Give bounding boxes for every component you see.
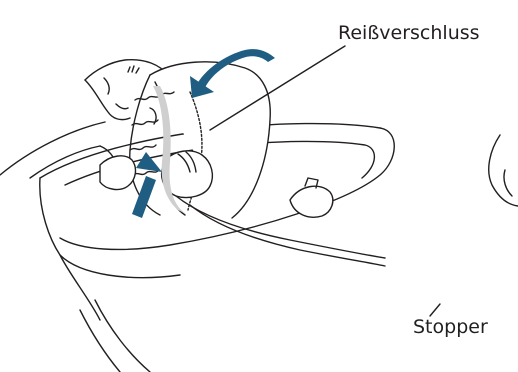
up-arrow (132, 176, 156, 218)
forearm-right (176, 196, 385, 258)
stopper-leader (430, 304, 440, 316)
up-arrow-head (136, 152, 162, 172)
shoulder-inner (30, 146, 100, 178)
sink-item (290, 186, 333, 217)
face-profile (85, 80, 130, 120)
eye-lashes (128, 66, 139, 73)
zipper-label: Reißverschluss (338, 24, 480, 43)
sink-pedestal (95, 300, 150, 372)
hand-left (100, 156, 135, 190)
sink-front (40, 178, 180, 278)
mouth (116, 104, 128, 109)
nose (104, 78, 109, 94)
right-figure-edge-2 (504, 170, 512, 196)
right-figure-edge (489, 135, 518, 206)
stopper-label: Stopper (413, 318, 488, 337)
